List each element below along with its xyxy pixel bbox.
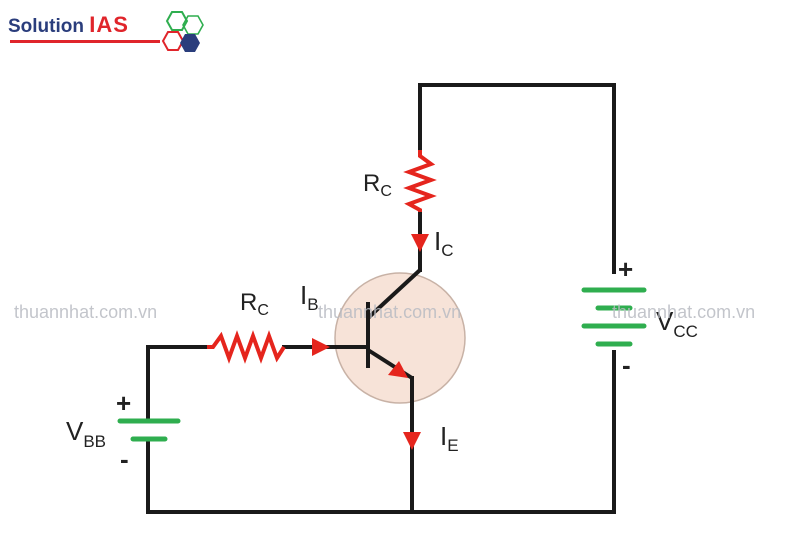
label-vbb: VBB [66, 416, 106, 451]
resistor-rc-collector [403, 150, 437, 212]
label-vcc: VCC [656, 306, 698, 341]
arrow-ie [403, 432, 421, 450]
logo: Solution IAS [8, 10, 208, 54]
label-ib: IB [300, 280, 319, 314]
hexagon-logo-icon [161, 11, 204, 52]
logo-solution-text: Solution [8, 16, 84, 37]
vbb-plus-sign: + [116, 388, 131, 418]
label-rc-base: RC [240, 289, 269, 319]
label-ic: IC [434, 226, 454, 260]
resistor-rc-base [207, 330, 286, 364]
arrow-ib [312, 338, 330, 356]
watermark-left: thuannhat.com.vn [14, 302, 157, 322]
watermark-center: thuannhat.com.vn [318, 302, 461, 322]
wire-vbb-top [146, 345, 209, 420]
wire-top-right [418, 83, 616, 274]
transistor-collector-lead [366, 268, 422, 320]
transistor-body [334, 272, 466, 404]
vcc-plus-sign: + [618, 254, 633, 284]
transistor-emitter-arrow [388, 361, 408, 378]
watermark-right: thuannhat.com.vn [612, 302, 755, 322]
label-rc-collector: RC [363, 170, 392, 200]
logo-text: Solution IAS [8, 12, 129, 38]
wires [146, 83, 616, 514]
vcc-minus-sign: - [622, 350, 631, 380]
logo-ias-text: IAS [89, 12, 129, 37]
battery-vbb [117, 418, 181, 442]
label-ie: IE [440, 421, 459, 455]
logo-underline [10, 40, 160, 43]
arrow-ic [411, 234, 429, 252]
battery-vcc [581, 287, 647, 347]
vbb-minus-sign: - [120, 444, 129, 474]
